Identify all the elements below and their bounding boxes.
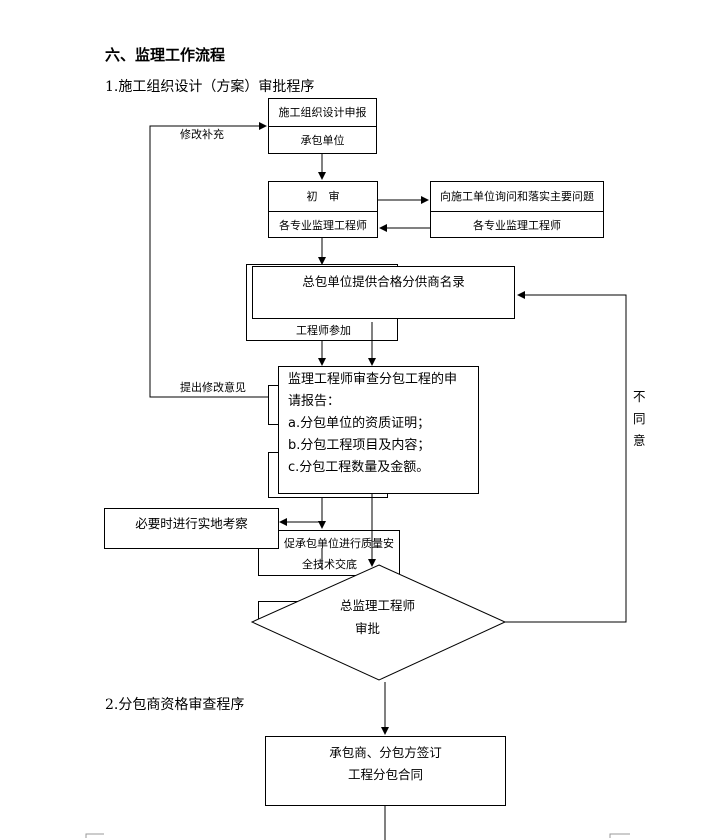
prelim-review-owner: 各专业监理工程师 — [279, 219, 367, 232]
approval-text-line2: 审批 — [355, 621, 381, 636]
quality-text-line2: 全技术交底 — [302, 558, 357, 571]
approval-text-line1: 总监理工程师 — [340, 598, 416, 613]
disagree-label: 不同意 — [633, 389, 646, 448]
submit-box: 施工组织设计申报 承包单位 — [268, 98, 377, 154]
propose-label: 提出修改意见 — [180, 381, 246, 395]
site-inspection-box: 必要时进行实地考察 — [104, 508, 279, 549]
inquiry-title: 向施工单位询问和落实主要问题 — [440, 190, 594, 203]
review-item-c: c.分包工程数量及金额。 — [288, 460, 430, 475]
supplier-list-box: 总包单位提供合格分供商名录 — [252, 266, 515, 319]
contract-text-line2: 工程分包合同 — [347, 767, 423, 782]
review-report-title: 监理工程师审查分包工程的申请报告： — [288, 372, 458, 409]
site-inspection-text: 必要时进行实地考察 — [135, 516, 248, 531]
section-title: 六、监理工作流程 — [105, 46, 226, 64]
hidden-engineer-label: 工程师参加 — [296, 324, 351, 337]
prelim-review-title: 初 审 — [306, 190, 340, 203]
quality-box — [258, 530, 400, 576]
subsection-2-title: 2.分包商资格审查程序 — [105, 697, 245, 713]
contract-text-line1: 承包商、分包方签订 — [329, 745, 442, 760]
prelim-review-box: 初 审 各专业监理工程师 — [268, 181, 378, 238]
review-report-box: 监理工程师审查分包工程的申请报告： a.分包单位的资质证明； b.分包工程项目及… — [278, 366, 479, 494]
inquiry-owner: 各专业监理工程师 — [473, 219, 561, 232]
inquiry-box: 向施工单位询问和落实主要问题 各专业监理工程师 — [430, 181, 604, 238]
submit-box-owner: 承包单位 — [300, 134, 345, 147]
contract-box: 承包商、分包方签订 工程分包合同 — [265, 736, 506, 806]
quality-text-line1: 促承包单位进行质量安 — [284, 537, 394, 550]
review-item-a: a.分包单位的资质证明； — [288, 416, 431, 431]
supplier-list-text: 总包单位提供合格分供商名录 — [302, 274, 465, 289]
approval-diamond — [250, 564, 507, 681]
review-item-b: b.分包工程项目及内容； — [288, 438, 431, 453]
submit-box-title: 施工组织设计申报 — [278, 106, 367, 119]
revise-label: 修改补充 — [180, 128, 224, 142]
subsection-1-title: 1.施工组织设计（方案）审批程序 — [105, 79, 315, 95]
